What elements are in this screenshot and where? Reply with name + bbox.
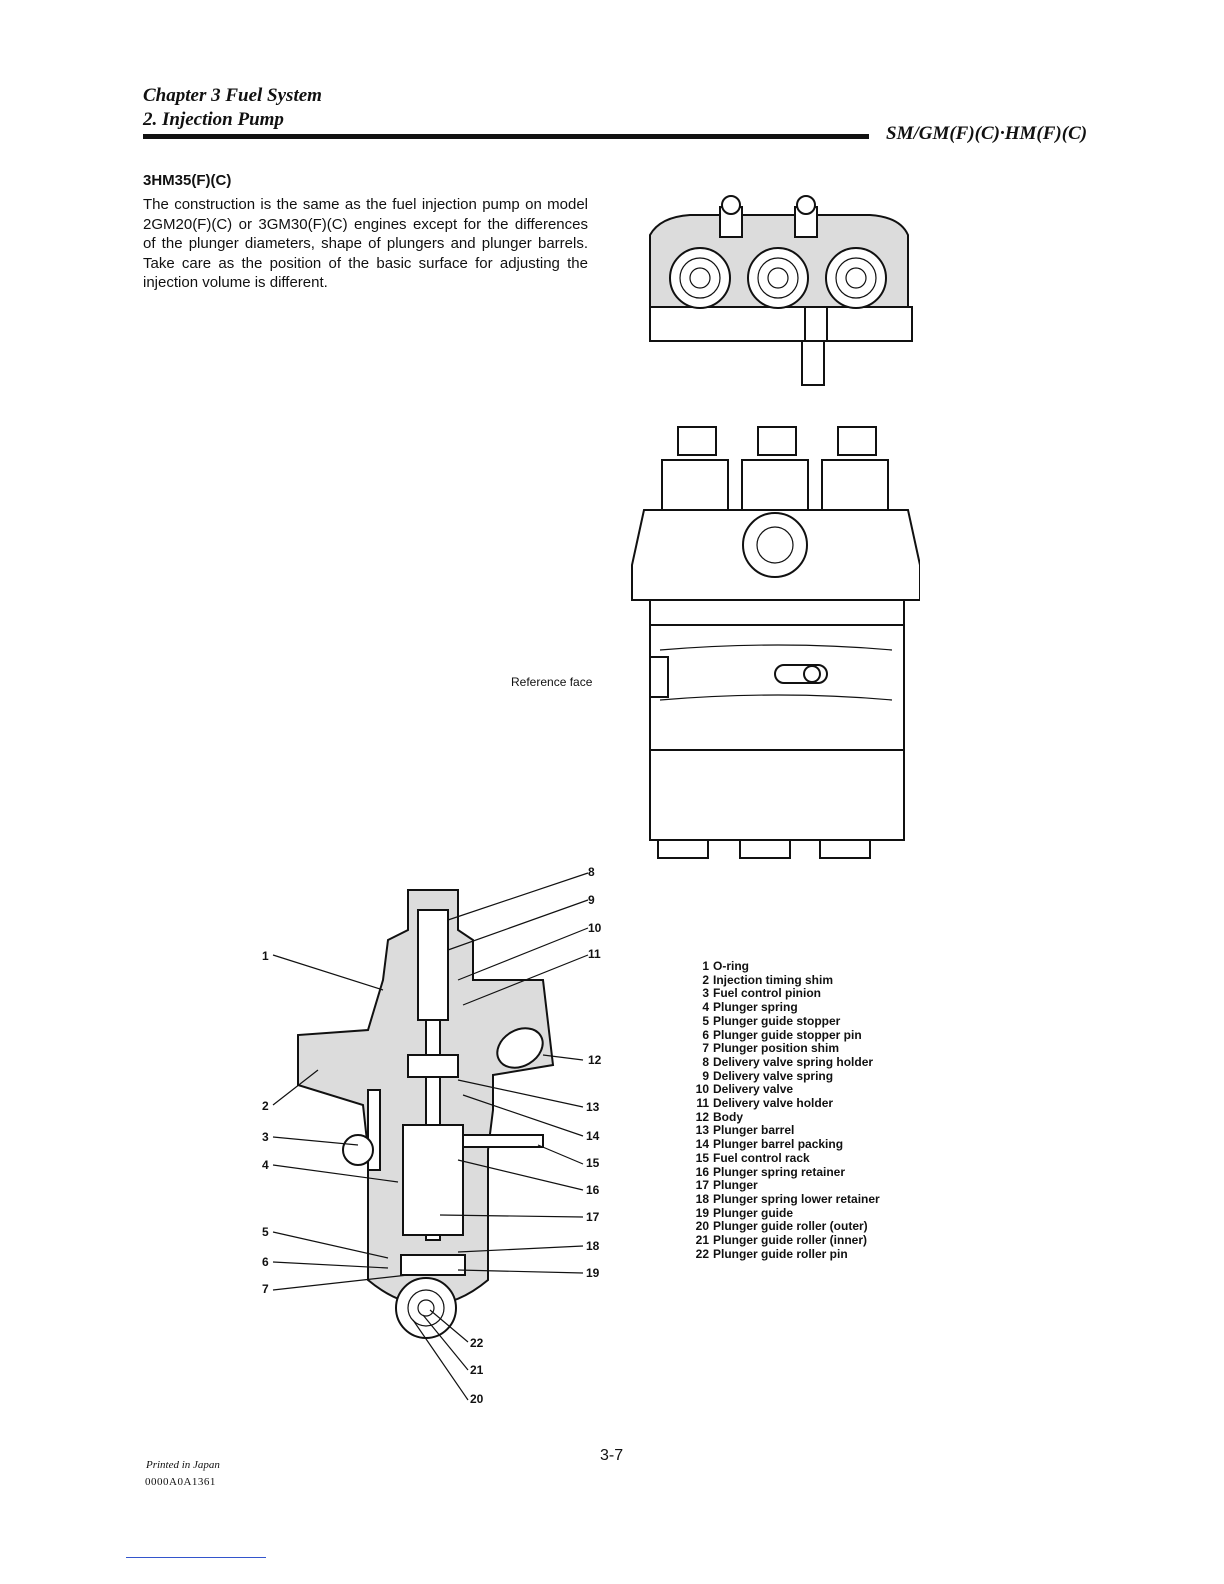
callout-18: 18 bbox=[586, 1239, 600, 1253]
model-code: SM/GM(F)(C)·HM(F)(C) bbox=[886, 123, 1088, 144]
callout-2: 2 bbox=[262, 1099, 269, 1113]
section-title-header: 2. Injection Pump bbox=[143, 109, 284, 130]
cross-section-body bbox=[297, 889, 555, 1339]
callout-14: 14 bbox=[586, 1129, 600, 1143]
callout-13: 13 bbox=[586, 1100, 600, 1114]
callout-7: 7 bbox=[262, 1282, 269, 1296]
callout-6: 6 bbox=[262, 1255, 269, 1269]
pump-exterior-figure bbox=[631, 195, 920, 859]
chapter-title: Chapter 3 Fuel System bbox=[143, 85, 322, 106]
page-number: 3-7 bbox=[600, 1447, 624, 1464]
callout-22: 22 bbox=[470, 1336, 484, 1350]
intro-paragraph: The construction is the same as the fuel… bbox=[143, 196, 588, 291]
callout-numbers: 8 9 10 11 12 13 14 15 16 17 18 19 1 2 3 … bbox=[262, 865, 602, 1406]
callout-12: 12 bbox=[588, 1053, 602, 1067]
callout-19: 19 bbox=[586, 1266, 600, 1280]
callout-8: 8 bbox=[588, 865, 595, 879]
callout-4: 4 bbox=[262, 1158, 269, 1172]
callout-15: 15 bbox=[586, 1156, 600, 1170]
callout-17: 17 bbox=[586, 1210, 600, 1224]
chapter-heading: Chapter 3 Fuel System 2. Injection Pump bbox=[143, 84, 322, 132]
content-title: 3HM35(F)(C) bbox=[143, 172, 232, 189]
callout-21: 21 bbox=[470, 1363, 484, 1377]
footer-rule bbox=[126, 1557, 266, 1558]
callout-9: 9 bbox=[588, 893, 595, 907]
callout-16: 16 bbox=[586, 1183, 600, 1197]
callout-leaders bbox=[272, 872, 589, 1401]
header-rule bbox=[143, 134, 869, 139]
pump-top-view bbox=[649, 195, 913, 386]
callout-3: 3 bbox=[262, 1130, 269, 1144]
pump-cross-section-figure: 8 9 10 11 12 13 14 15 16 17 18 19 1 2 3 … bbox=[262, 865, 602, 1406]
callout-10: 10 bbox=[588, 921, 602, 935]
reference-face-label: Reference face bbox=[511, 675, 593, 689]
document-code: 0000A0A1361 bbox=[145, 1476, 216, 1488]
callout-20: 20 bbox=[470, 1392, 484, 1406]
callout-1: 1 bbox=[262, 949, 269, 963]
callout-5: 5 bbox=[262, 1225, 269, 1239]
printed-note: Printed in Japan bbox=[146, 1459, 220, 1471]
pump-side-view bbox=[631, 426, 920, 859]
callout-11: 11 bbox=[588, 947, 601, 961]
